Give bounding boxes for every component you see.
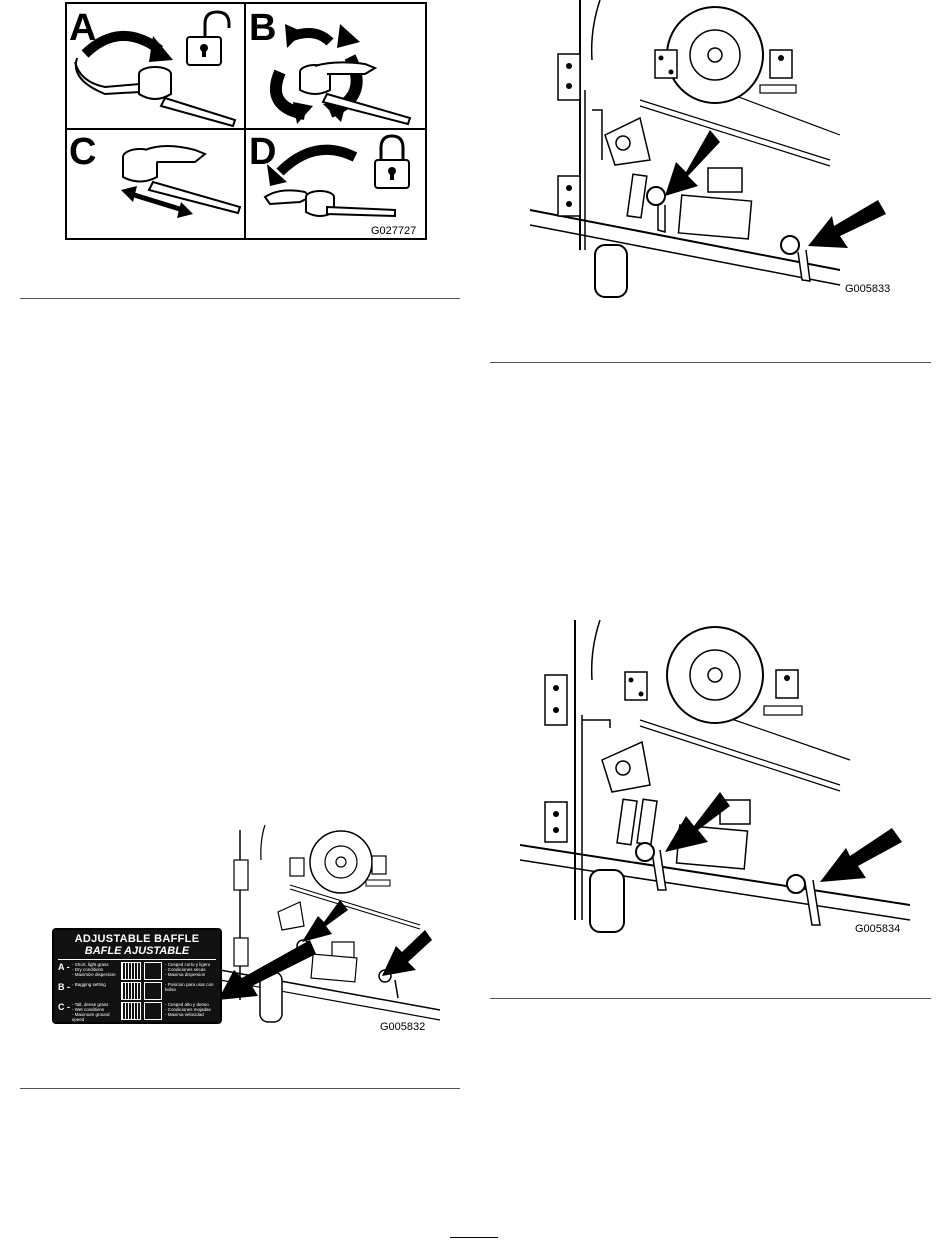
figure-code: G005832 — [380, 1021, 425, 1033]
decal-subtitle: BAFLE AJUSTABLE — [58, 945, 216, 960]
page-mark — [450, 1237, 498, 1238]
figure-code: G027727 — [371, 225, 416, 237]
decal-row-letter: B - — [58, 982, 70, 992]
arrow-icon — [267, 144, 358, 186]
padlock-open-icon — [186, 10, 231, 66]
divider — [20, 1088, 460, 1089]
decal-row-spanish: - Posicion para usar con bolsa — [165, 982, 214, 992]
decal-row-english: - Short, light grass - Dry conditions - … — [72, 962, 116, 977]
decal-row: C -- Tall, dense grass - Wet conditions … — [58, 1002, 216, 1022]
decal-row-spanish: - Cesped alto y denso - Condiciones moja… — [165, 1002, 211, 1017]
figure-code: G005834 — [855, 923, 900, 935]
figure-lock-steps: A B — [65, 2, 427, 240]
arrow-icon — [302, 900, 348, 942]
divider — [490, 998, 931, 999]
arrow-icon — [665, 792, 730, 852]
arrow-icon — [81, 31, 173, 62]
grass-condition-icon — [121, 1002, 141, 1020]
arrow-icon — [218, 940, 316, 1000]
divider — [20, 298, 460, 299]
decal-row-spanish: - Cesped corto y ligero - Condiciones se… — [165, 962, 211, 977]
divider — [490, 362, 931, 363]
condition-icon — [144, 1002, 162, 1020]
figure-code: G005833 — [845, 283, 890, 295]
arrow-icon — [382, 930, 432, 976]
panel-d-letter: D — [249, 131, 276, 173]
figure-deck-upper: G005833 — [520, 0, 940, 300]
figure-deck-lower: G005834 — [519, 619, 940, 940]
panel-b: B — [249, 7, 412, 126]
double-arrow-icon — [121, 186, 193, 218]
arrow-icon — [665, 130, 720, 196]
panel-b-letter: B — [249, 7, 276, 49]
baffle-decal: ADJUSTABLE BAFFLE BAFLE AJUSTABLE A -- S… — [52, 928, 222, 1024]
panel-c-letter: C — [69, 131, 96, 173]
decal-title: ADJUSTABLE BAFFLE — [74, 933, 200, 945]
panel-a: A — [69, 7, 237, 128]
arrow-icon — [808, 200, 886, 248]
decal-row-english: - Bagging setting — [72, 982, 106, 987]
decal-rows: A -- Short, light grass - Dry conditions… — [58, 962, 216, 1022]
panel-d: D G027727 — [249, 131, 416, 237]
condition-icon — [144, 962, 162, 980]
decal-row: A -- Short, light grass - Dry conditions… — [58, 962, 216, 982]
decal-row-english: - Tall, dense grass - Wet conditions - M… — [72, 1002, 110, 1022]
padlock-closed-icon — [374, 134, 410, 189]
decal-row-letter: C - — [58, 1002, 70, 1012]
grass-condition-icon — [121, 982, 141, 1000]
decal-row: B -- Bagging setting - Posicion para usar… — [58, 982, 216, 1002]
figure-baffle-decal: G005832 ADJUSTABLE BAFFLE BAFLE AJUSTABL… — [20, 820, 460, 1035]
decal-row-letter: A - — [58, 962, 70, 972]
condition-icon — [144, 982, 162, 1000]
arrow-icon — [820, 828, 902, 882]
panel-c: C — [69, 131, 242, 218]
grass-condition-icon — [121, 962, 141, 980]
